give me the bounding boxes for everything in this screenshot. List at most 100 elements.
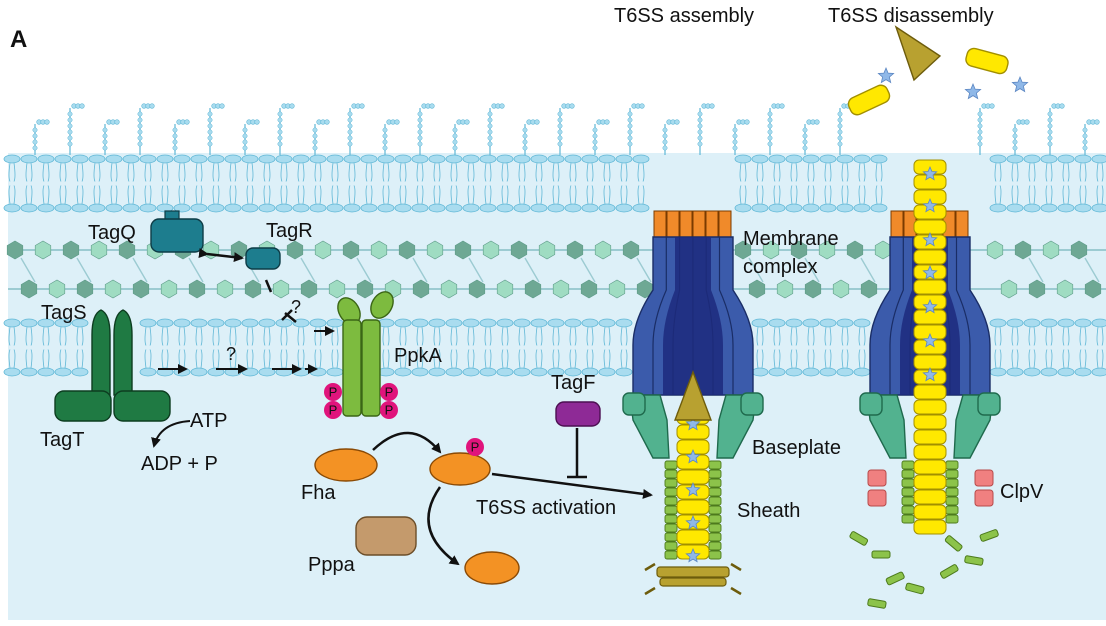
membrane-complex-cap bbox=[679, 210, 693, 238]
svg-text:P: P bbox=[385, 385, 394, 400]
released-effector-star bbox=[964, 82, 982, 100]
tagr-inhibition-line bbox=[281, 309, 297, 323]
sheath-fragment bbox=[939, 564, 959, 579]
hcp-tube-ring bbox=[676, 499, 710, 515]
dephosphorylation-arrow bbox=[427, 486, 460, 566]
atp-label: ATP bbox=[190, 410, 227, 432]
released-effector-star bbox=[877, 66, 895, 84]
membrane-complex-cap bbox=[666, 210, 680, 238]
hcp-tube-ring bbox=[676, 469, 710, 485]
svg-text:P: P bbox=[385, 403, 394, 418]
hcp-tube-ring bbox=[913, 354, 947, 370]
effector-star bbox=[922, 298, 938, 314]
hcp-tube-ring bbox=[913, 444, 947, 460]
tags-label: TagS bbox=[41, 302, 87, 324]
hcp-tube-ring bbox=[913, 504, 947, 520]
ppka-phosphorylation: P P P P bbox=[324, 383, 398, 419]
effector-star bbox=[922, 165, 938, 181]
tagr-protein bbox=[245, 247, 281, 270]
tags-protein bbox=[91, 309, 133, 396]
fha-phospho-label: P bbox=[471, 440, 480, 455]
tagf-inhibition-line bbox=[567, 428, 587, 479]
sheath-fragment bbox=[905, 582, 925, 595]
released-tube-piece-2 bbox=[965, 47, 1009, 75]
tagf-protein bbox=[555, 401, 601, 427]
fha-protein bbox=[314, 448, 378, 482]
membrane-complex-cap bbox=[653, 210, 667, 238]
tagf-label: TagF bbox=[551, 372, 595, 394]
hcp-tube-ring bbox=[913, 414, 947, 430]
effector-star bbox=[922, 197, 938, 213]
inner-membrane bbox=[3, 318, 1106, 377]
tagt-label: TagT bbox=[40, 429, 84, 451]
svg-text:P: P bbox=[329, 403, 338, 418]
clpv-block bbox=[974, 469, 994, 487]
membrane-complex-cap bbox=[718, 210, 732, 238]
clpv-label: ClpV bbox=[1000, 481, 1044, 503]
hcp-tube-ring bbox=[913, 489, 947, 505]
clpv-block bbox=[867, 469, 887, 487]
svg-text:P: P bbox=[329, 385, 338, 400]
question-mark-2: ? bbox=[226, 344, 236, 364]
hcp-tube-ring bbox=[913, 429, 947, 445]
activation-arrow bbox=[491, 472, 653, 499]
effector-star bbox=[685, 448, 701, 464]
membrane-complex-label-line-1: Membrane bbox=[743, 228, 839, 250]
hcp-tube-ring bbox=[913, 459, 947, 475]
fha-phosphorylation-arrow bbox=[372, 431, 442, 454]
hcp-tube-ring bbox=[913, 519, 947, 535]
tagq-label: TagQ bbox=[88, 222, 136, 244]
effector-star bbox=[685, 514, 701, 530]
effector-star bbox=[922, 231, 938, 247]
effector-star bbox=[922, 366, 938, 382]
released-spike-protein bbox=[894, 25, 942, 82]
effector-star bbox=[922, 332, 938, 348]
hcp-tube-ring bbox=[913, 474, 947, 490]
membrane-complex-cap bbox=[955, 210, 969, 238]
hcp-tube-ring bbox=[913, 399, 947, 415]
question-mark-1: ? bbox=[291, 297, 301, 317]
sheath-fragment bbox=[849, 531, 869, 546]
tagr-label: TagR bbox=[266, 220, 313, 242]
released-effector-star bbox=[1011, 75, 1029, 93]
disassembly-label: T6SS disassembly bbox=[828, 5, 994, 27]
hcp-tube-ring bbox=[913, 309, 947, 325]
membrane-complex-label-line-2: complex bbox=[743, 256, 817, 278]
released-tube-piece-1 bbox=[847, 84, 891, 116]
released-effector-stars bbox=[877, 66, 1029, 100]
tagr-signal-line bbox=[264, 279, 273, 293]
effector-star bbox=[922, 264, 938, 280]
effector-star bbox=[685, 481, 701, 497]
tagt-protein bbox=[54, 390, 171, 422]
t6ss-assembled-machine bbox=[622, 210, 764, 596]
membrane-complex-cap bbox=[705, 210, 719, 238]
hcp-tube-ring bbox=[676, 529, 710, 545]
effector-star bbox=[685, 415, 701, 431]
fha-label: Fha bbox=[301, 482, 336, 504]
sheath-fragment bbox=[867, 598, 887, 609]
baseplate-label: Baseplate bbox=[752, 437, 841, 459]
hcp-tube-ring bbox=[913, 249, 947, 265]
sheath-fragment bbox=[944, 535, 963, 552]
fha-phospho-group bbox=[466, 438, 484, 456]
membrane-complex-cap bbox=[692, 210, 706, 238]
hcp-tube-ring bbox=[913, 279, 947, 295]
pppa-protein bbox=[355, 516, 417, 556]
vgrg-spike bbox=[673, 370, 713, 421]
sheath-fragment bbox=[871, 550, 891, 559]
hcp-tube-ring bbox=[913, 384, 947, 400]
pppa-label: Pppa bbox=[308, 554, 356, 576]
tagq-tagr-interaction-arrow bbox=[198, 248, 244, 263]
sheath-fragment bbox=[964, 555, 984, 566]
lipopolysaccharide-layer bbox=[32, 103, 1100, 155]
outer-membrane bbox=[3, 154, 1106, 213]
tagq-protein bbox=[150, 210, 204, 253]
clpv-block bbox=[974, 489, 994, 507]
fha-dephosphorylated-protein bbox=[464, 551, 520, 585]
hcp-tube-ring bbox=[913, 219, 947, 235]
membrane-complex-cap bbox=[890, 210, 904, 238]
baseplate-cap bbox=[656, 566, 730, 578]
sheath-fragment bbox=[979, 529, 999, 542]
phospho-fha-protein bbox=[429, 452, 491, 486]
